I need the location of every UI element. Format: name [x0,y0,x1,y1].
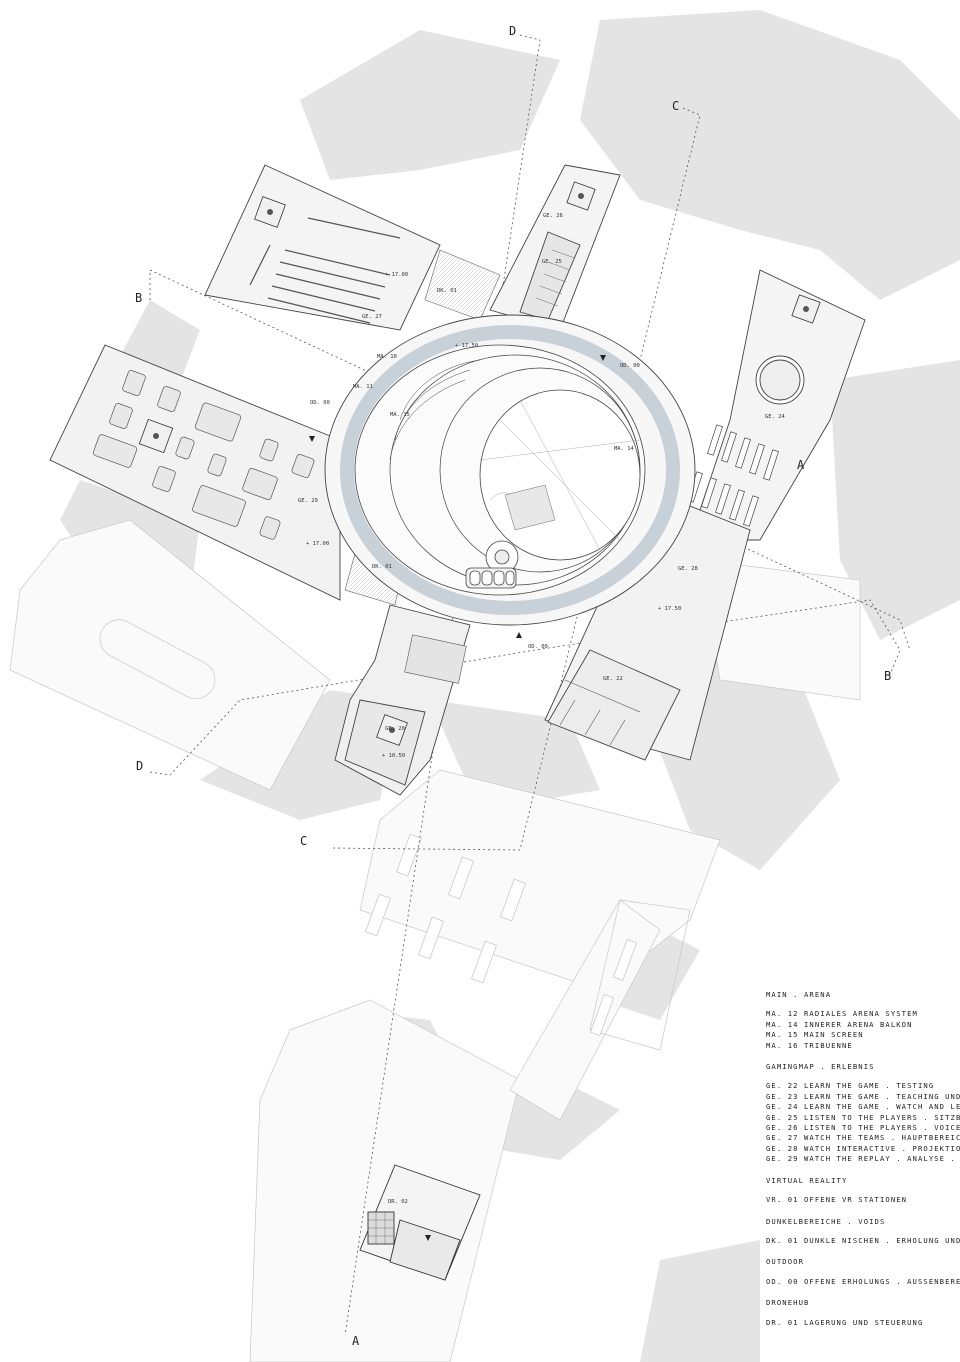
room-label: GE. 29 [298,498,318,504]
dronehub [359,1164,481,1281]
room-label: GE. 28 [678,566,698,572]
direction-arrows [309,355,606,1241]
arena [324,314,696,626]
legend-item: OD. 00 OFFENE ERHOLUNGS . AUSSENBEREICHE [766,1276,960,1286]
room-label: GE. 26 [543,213,563,219]
room-label: MA. 14 [614,446,635,452]
room-label: GE. 25 [542,259,562,265]
legend-item: MA. 16 TRIBUENNE [766,1040,853,1050]
room-label: DK. 01 [372,564,392,570]
legend-item: GE. 26 LISTEN TO THE PLAYERS . VOICE SCR… [766,1123,960,1133]
section-mark-b: B [884,669,891,683]
legend-item: GE. 28 WATCH INTERACTIVE . PROJEKTIONEN … [766,1143,960,1153]
wing-ge27 [204,164,441,331]
room-label: GE. 27 [362,314,382,320]
section-mark-a: A [352,1334,360,1348]
wing-ge28 [544,489,751,761]
legend-group-title: DRONEHUB [766,1298,810,1308]
level-marker: + 17.00 [385,272,408,278]
ge27-stripes [249,217,401,324]
level-marker: + 10.50 [382,753,405,759]
legend-item: DK. 01 DUNKLE NISCHEN . ERHOLUNG UND ENT… [766,1235,960,1245]
legend-item: MA. 14 INNERER ARENA BALKON [766,1019,913,1029]
legend-group-title: OUTDOOR [766,1257,804,1267]
room-label: OD. 00 [528,644,548,650]
legend-item: MA. 12 RADIALES ARENA SYSTEM [766,1009,918,1019]
room-label: DK. 01 [437,288,457,294]
section-mark-b: B [135,291,142,305]
legend-item: GE. 22 LEARN THE GAME . TESTING [766,1081,935,1091]
legend-item: GE. 25 LISTEN TO THE PLAYERS . SITZBEREI… [766,1112,960,1122]
context-buildings [9,519,861,1362]
legend-group-title: VIRTUAL REALITY [766,1175,848,1185]
room-label: MA. 11 [353,384,373,390]
context-cutouts [365,833,637,1036]
level-markers: + 17.00 + 17.50 + 17.00 + 17.50 + 10.50 [306,272,681,759]
room-label: GE. 22 [603,676,623,682]
ge25-steps [535,249,576,307]
room-label: GE. 20 [385,726,405,732]
legend-item: VR. 01 OFFENE VR STATIONEN [766,1195,908,1205]
room-label: DR. 02 [388,1199,408,1205]
room-label: OD. 00 [310,400,330,406]
legend-item: GE. 29 WATCH THE REPLAY . ANALYSE . WIED… [766,1154,960,1164]
arena-seating [504,484,556,531]
legend-item: GE. 27 WATCH THE TEAMS . HAUPTBEREICH TO… [766,1133,960,1143]
section-mark-d: D [509,24,516,38]
ge22-lines [559,679,641,746]
room-label: GE. 24 [765,414,786,420]
level-marker: + 17.00 [306,541,329,547]
legend-item: GE. 23 LEARN THE GAME . TEACHING UND SHO… [766,1091,960,1101]
section-marks: D C B A B D C A [135,24,891,1348]
legend-group-title: MAIN . ARENA [766,990,832,999]
wing-ge24 [689,269,866,541]
section-mark-c: C [300,834,307,848]
level-marker: + 17.50 [658,606,681,612]
room-label: OD. 00 [620,363,640,369]
legend-group-title: GAMINGMAP . ERLEBNIS [766,1062,875,1072]
ge29-tables [92,370,315,540]
section-mark-d: D [136,759,143,773]
room-label: MA. 10 [377,354,397,360]
legend: MAIN . ARENA MA. 12 RADIALES ARENA SYSTE… [766,990,960,1328]
wing-ge20 [334,604,471,796]
legend-item: GE. 24 LEARN THE GAME . WATCH AND LEARN … [766,1102,960,1112]
stair-ge20 [404,634,467,684]
legend-item: MA. 15 MAIN SCREEN [766,1030,864,1040]
level-marker: + 17.50 [455,343,478,349]
wing-ge26 [489,164,621,331]
section-mark-a: A [797,458,805,472]
room-labels: GE. 27 GE. 29 GE. 26 GE. 25 GE. 24 GE. 2… [298,213,786,1205]
room-label: MA. 15 [390,412,410,418]
legend-item: DR. 01 LAGERUNG UND STEUERUNG [766,1317,924,1327]
dronehub-grid [368,1212,394,1244]
arena-core [465,540,519,589]
legend-group-title: DUNKELBEREICHE . VOIDS [766,1216,886,1226]
section-mark-c: C [672,99,679,113]
